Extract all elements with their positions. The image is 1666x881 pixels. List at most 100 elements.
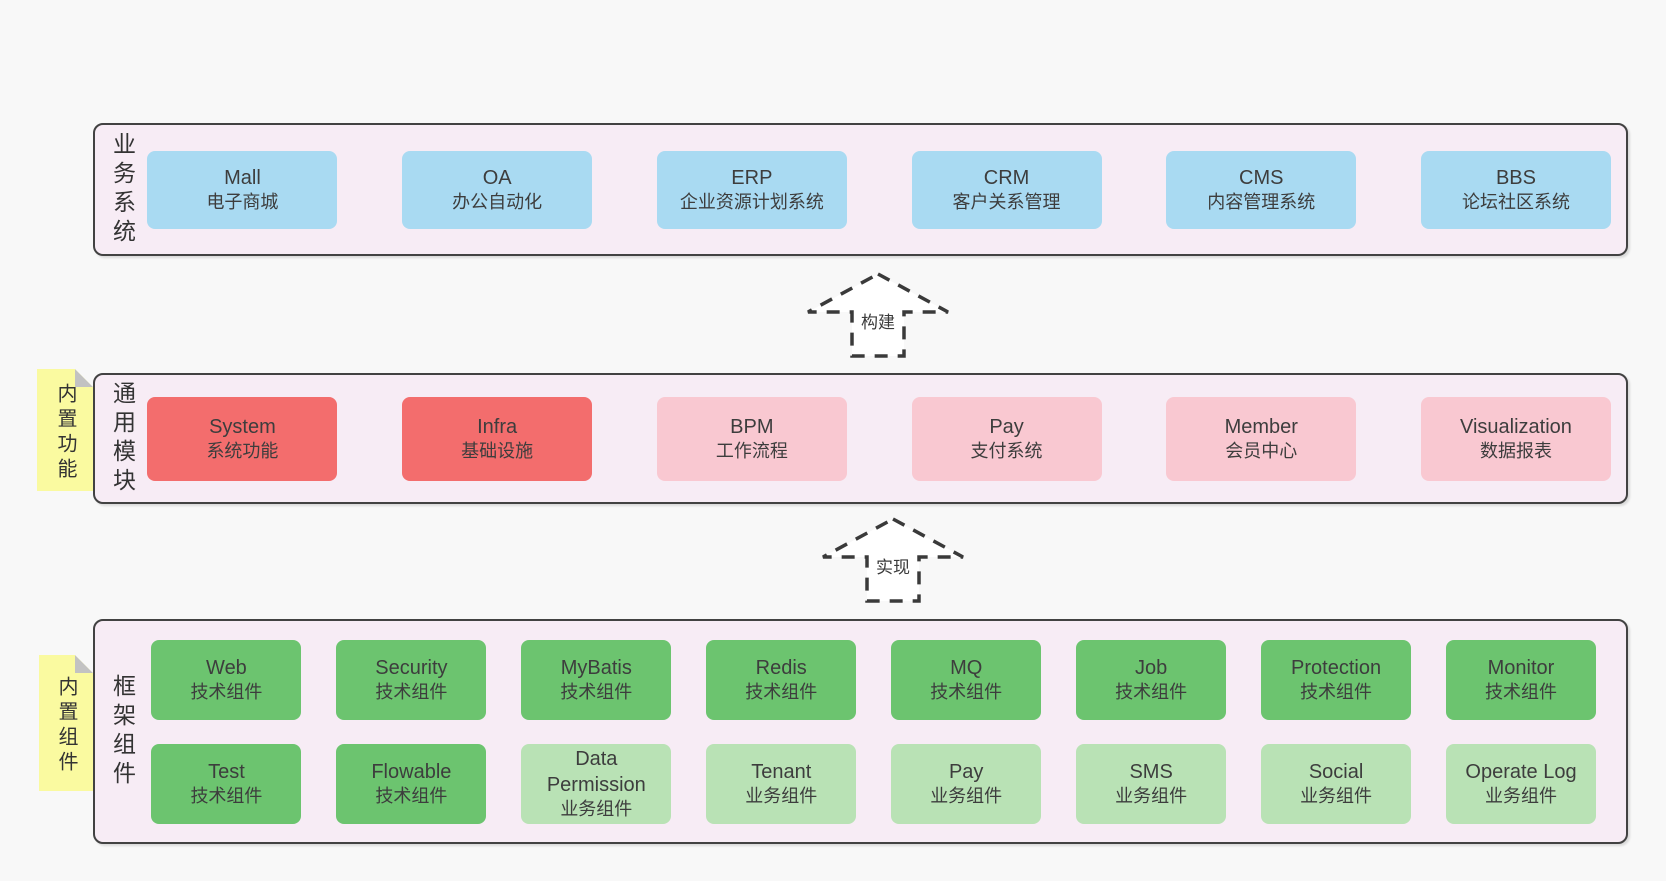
- box-protection: Protection 技术组件: [1261, 639, 1412, 720]
- box-desc: 数据报表: [1479, 440, 1552, 461]
- box-desc: 技术组件: [1485, 681, 1557, 702]
- box-name: Security: [375, 656, 448, 679]
- box-sms: SMS 业务组件: [1076, 743, 1227, 824]
- box-desc: 客户关系管理: [952, 191, 1061, 212]
- box-name: Mall: [224, 166, 261, 189]
- folded-corner-icon: [75, 655, 93, 673]
- box-name: Data Permission: [546, 747, 646, 796]
- box-mall: Mall 电子商城: [147, 150, 338, 229]
- box-name: Job: [1135, 656, 1168, 679]
- box-social: Social 业务组件: [1261, 743, 1412, 824]
- box-desc: 论坛社区系统: [1461, 191, 1570, 212]
- band-label-framework-components: 框架组件: [109, 673, 136, 790]
- box-mq: MQ 技术组件: [891, 639, 1042, 720]
- box-desc: 系统功能: [206, 440, 279, 461]
- box-name: BPM: [730, 415, 774, 438]
- box-desc: 技术组件: [375, 785, 448, 806]
- box-desc: 业务组件: [1300, 785, 1373, 806]
- band-framework-boxes: Web 技术组件 Security 技术组件 MyBatis 技术组件 Redi…: [151, 639, 1596, 824]
- box-desc: 企业资源计划系统: [679, 191, 824, 212]
- box-name: CMS: [1239, 166, 1284, 189]
- box-oa: OA 办公自动化: [402, 150, 593, 229]
- box-visualization: Visualization 数据报表: [1420, 396, 1611, 481]
- box-name: Web: [206, 656, 247, 679]
- box-name: MQ: [950, 656, 983, 679]
- box-name: SMS: [1129, 760, 1173, 783]
- box-tenant: Tenant 业务组件: [706, 743, 857, 824]
- sticky-note-built-in-features: 内置功能: [37, 369, 93, 491]
- box-desc: 业务组件: [560, 798, 633, 819]
- box-name: Social: [1308, 760, 1364, 783]
- box-desc: 内容管理系统: [1207, 191, 1316, 212]
- box-desc: 电子商城: [206, 191, 279, 212]
- band-business-boxes: Mall 电子商城 OA 办公自动化 ERP 企业资源计划系统 CRM 客户关系…: [147, 150, 1611, 229]
- box-desc: 技术组件: [930, 681, 1003, 702]
- box-name: Pay: [948, 760, 984, 783]
- band-business-systems: 业务系统 Mall 电子商城 OA 办公自动化 ERP 企业资源计划系统 CRM…: [93, 123, 1628, 256]
- box-cms: CMS 内容管理系统: [1166, 150, 1357, 229]
- box-flowable: Flowable 技术组件: [336, 743, 487, 824]
- box-desc: 工作流程: [715, 440, 788, 461]
- box-name: OA: [482, 166, 512, 189]
- box-desc: 技术组件: [190, 681, 263, 702]
- box-test: Test 技术组件: [151, 743, 302, 824]
- band-label-common-modules: 通用模块: [109, 380, 136, 497]
- framework-row-1: Web 技术组件 Security 技术组件 MyBatis 技术组件 Redi…: [151, 639, 1596, 720]
- box-infra: Infra 基础设施: [402, 396, 593, 481]
- box-name: Pay: [989, 415, 1024, 438]
- box-name: Monitor: [1487, 656, 1555, 679]
- arrow-implement-label: 实现: [873, 557, 913, 580]
- box-name: System: [209, 415, 276, 438]
- box-bpm: BPM 工作流程: [656, 396, 847, 481]
- sticky-label: 内置功能: [54, 383, 76, 483]
- box-redis: Redis 技术组件: [706, 639, 857, 720]
- box-pay: Pay 支付系统: [911, 396, 1102, 481]
- band-label-business-systems: 业务系统: [109, 131, 136, 248]
- box-name: Flowable: [371, 760, 452, 783]
- box-operate-log: Operate Log 业务组件: [1446, 743, 1596, 824]
- band-framework-components: 框架组件 Web 技术组件 Security 技术组件 MyBatis 技术组件…: [93, 619, 1628, 844]
- box-security: Security 技术组件: [336, 639, 487, 720]
- box-name: MyBatis: [560, 656, 632, 679]
- box-name: Member: [1224, 415, 1298, 438]
- box-desc: 技术组件: [1115, 681, 1188, 702]
- box-desc: 技术组件: [560, 681, 633, 702]
- box-data-permission: Data Permission 业务组件: [521, 743, 672, 824]
- box-desc: 业务组件: [930, 785, 1003, 806]
- box-bbs: BBS 论坛社区系统: [1420, 150, 1611, 229]
- box-name: Infra: [477, 415, 518, 438]
- box-name: ERP: [731, 166, 773, 189]
- box-desc: 业务组件: [1485, 785, 1557, 806]
- box-name: Tenant: [751, 760, 812, 783]
- box-pay-business: Pay 业务组件: [891, 743, 1042, 824]
- box-monitor: Monitor 技术组件: [1446, 639, 1596, 720]
- box-erp: ERP 企业资源计划系统: [656, 150, 847, 229]
- box-name: CRM: [983, 166, 1030, 189]
- box-name: BBS: [1495, 166, 1536, 189]
- box-web: Web 技术组件: [151, 639, 302, 720]
- box-name: Protection: [1291, 656, 1382, 679]
- framework-row-2: Test 技术组件 Flowable 技术组件 Data Permission …: [151, 743, 1596, 824]
- box-desc: 基础设施: [461, 440, 534, 461]
- box-desc: 技术组件: [190, 785, 263, 806]
- box-name: Test: [208, 760, 245, 783]
- box-desc: 业务组件: [745, 785, 818, 806]
- folded-corner-icon: [75, 369, 93, 387]
- sticky-label: 内置组件: [55, 676, 77, 776]
- box-name: Operate Log: [1465, 760, 1577, 783]
- sticky-note-built-in-components: 内置组件: [39, 655, 93, 791]
- arrow-build: 构建: [798, 268, 958, 368]
- box-member: Member 会员中心: [1166, 396, 1357, 481]
- box-desc: 技术组件: [745, 681, 818, 702]
- arrow-implement: 实现: [813, 513, 973, 613]
- box-mybatis: MyBatis 技术组件: [521, 639, 672, 720]
- box-job: Job 技术组件: [1076, 639, 1227, 720]
- box-desc: 支付系统: [970, 440, 1043, 461]
- box-name: Redis: [755, 656, 807, 679]
- band-common-boxes: System 系统功能 Infra 基础设施 BPM 工作流程 Pay 支付系统…: [147, 396, 1611, 481]
- box-name: Visualization: [1459, 415, 1572, 438]
- box-system: System 系统功能: [147, 396, 338, 481]
- arrow-build-label: 构建: [858, 312, 898, 335]
- box-desc: 技术组件: [1300, 681, 1373, 702]
